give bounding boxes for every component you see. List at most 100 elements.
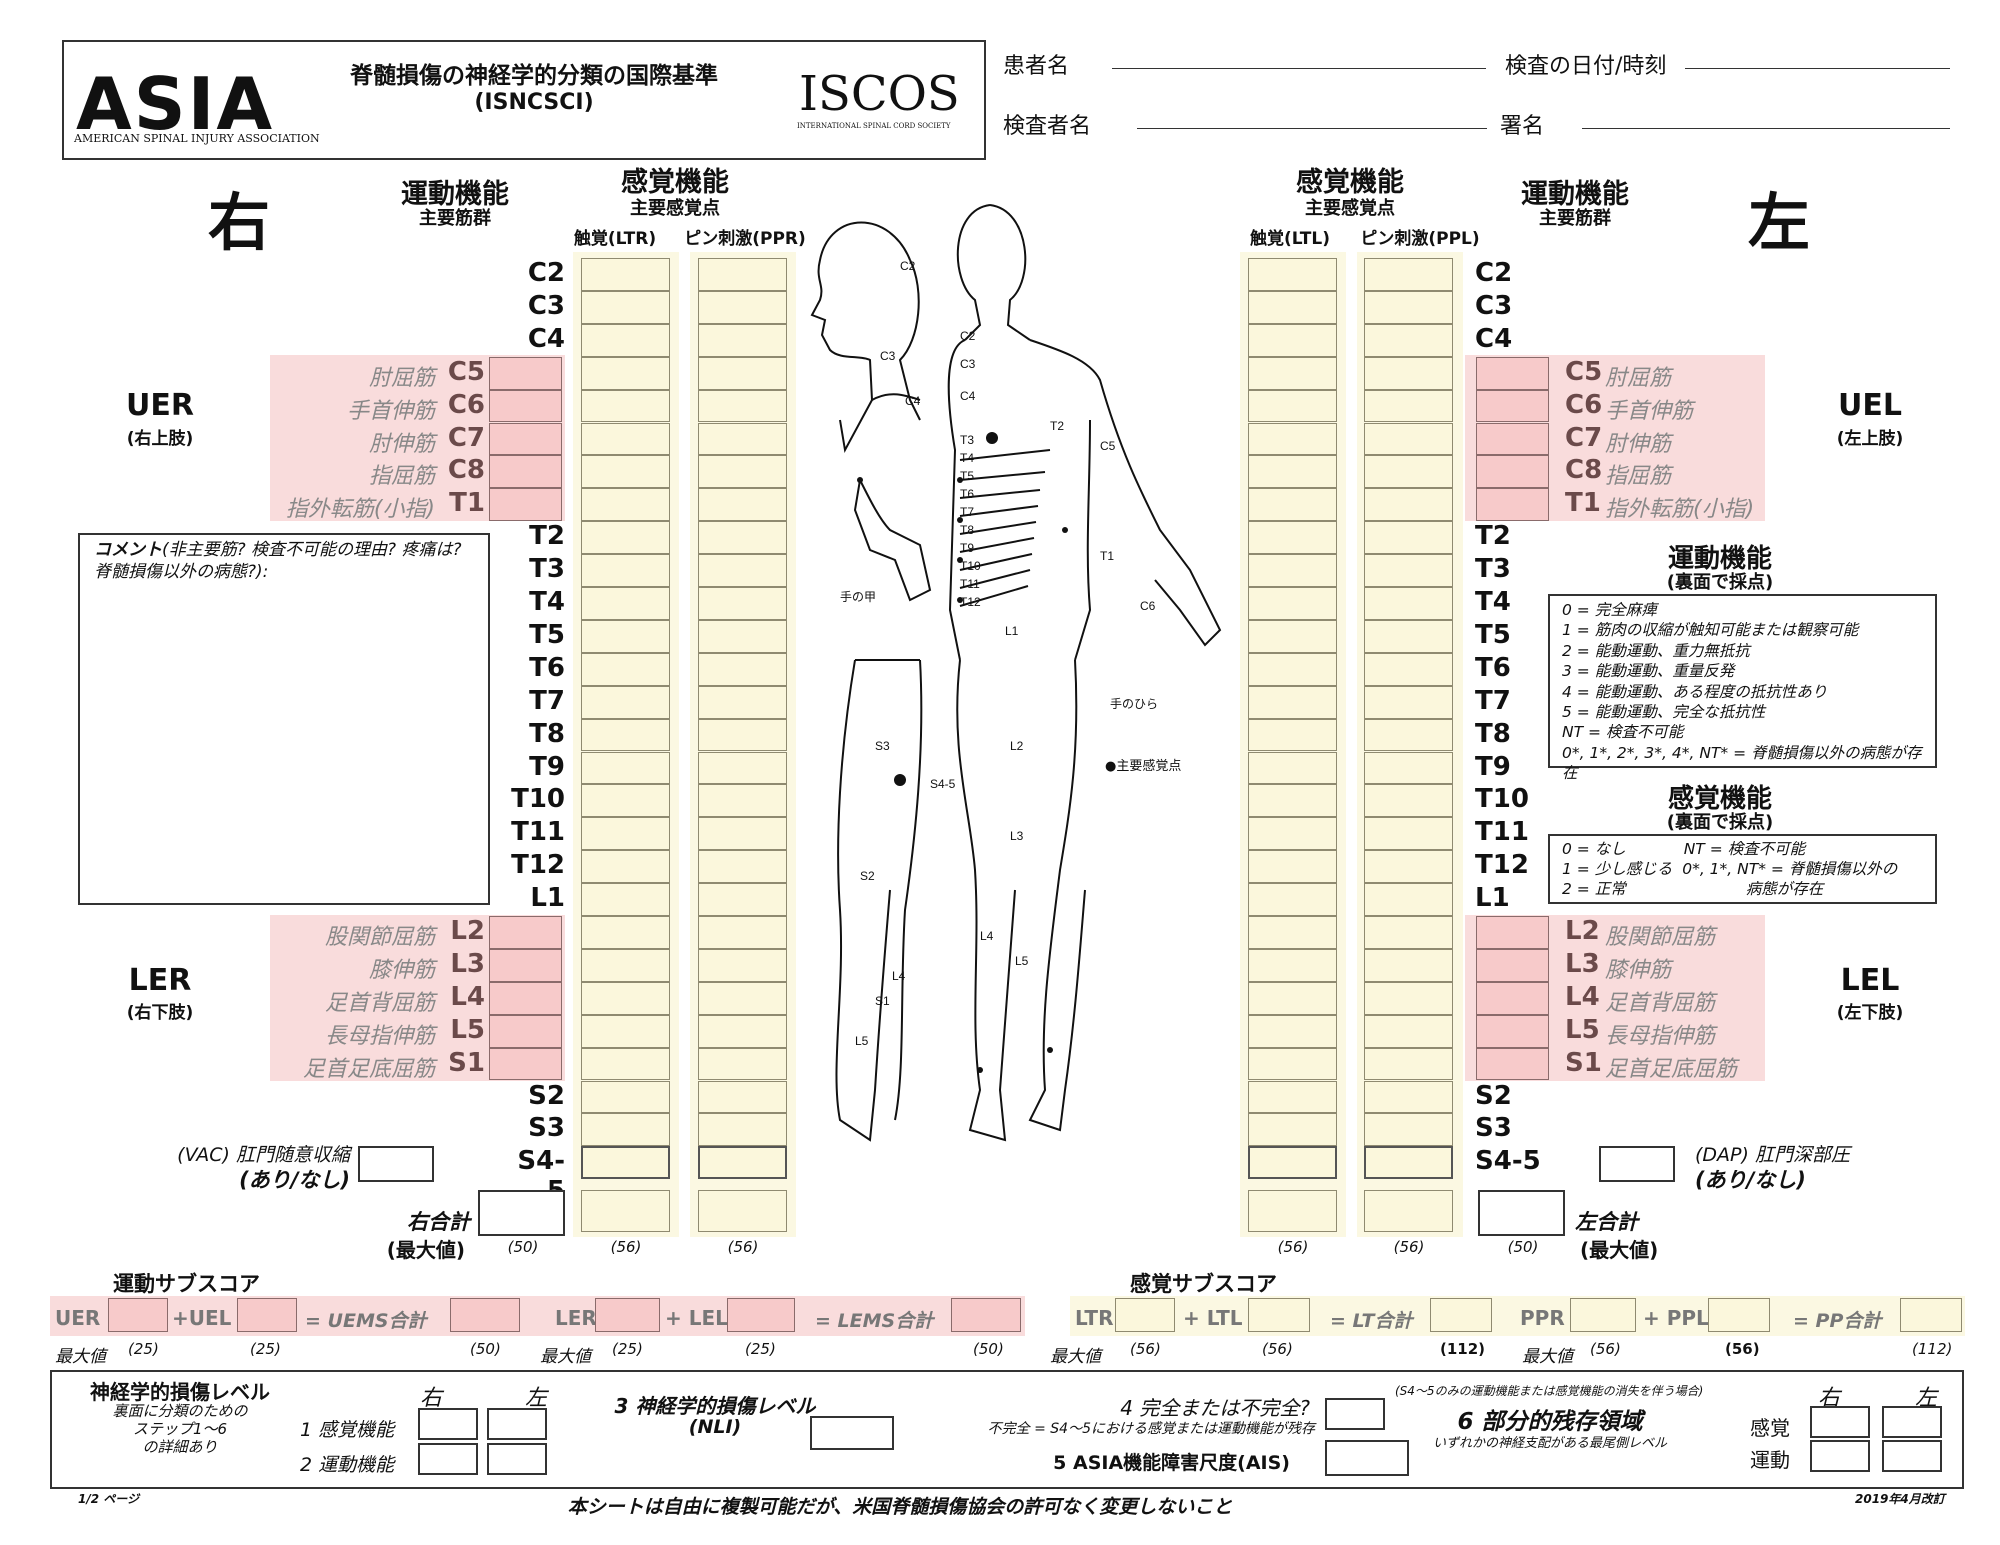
ltl-cell[interactable] xyxy=(1248,916,1337,949)
right-motor-cell[interactable] xyxy=(489,389,562,423)
ppl-cell[interactable] xyxy=(1364,290,1453,324)
left-motor-cell[interactable] xyxy=(1476,389,1549,423)
ppl-cell[interactable] xyxy=(1364,1113,1453,1147)
ltr-cell[interactable] xyxy=(581,323,670,357)
ppl-cell[interactable] xyxy=(1364,883,1453,916)
ltr-cell[interactable] xyxy=(581,652,670,686)
ltr-total[interactable] xyxy=(581,1190,670,1232)
ltl-cell[interactable] xyxy=(1248,718,1337,752)
ltl-cell[interactable] xyxy=(1248,619,1337,653)
zpp-sensory-right[interactable] xyxy=(1810,1406,1870,1438)
ltl-cell[interactable] xyxy=(1248,685,1337,719)
ppl-cell[interactable] xyxy=(1364,685,1453,719)
ppl-cell[interactable] xyxy=(1364,389,1453,423)
ltl-cell[interactable] xyxy=(1248,652,1337,686)
ltl-cell[interactable] xyxy=(1248,488,1337,522)
ppr-cell[interactable] xyxy=(698,455,787,489)
ppr-cell[interactable] xyxy=(698,356,787,390)
ltl-cell[interactable] xyxy=(1248,1047,1337,1081)
nl-motor-right[interactable] xyxy=(418,1443,478,1475)
lt-input[interactable] xyxy=(1430,1298,1492,1332)
ltl-cell[interactable] xyxy=(1248,1113,1337,1147)
ltl-cell[interactable] xyxy=(1248,948,1337,982)
ppr-cell[interactable] xyxy=(698,1080,787,1114)
right-motor-cell[interactable] xyxy=(489,948,562,982)
ltl-cell[interactable] xyxy=(1248,751,1337,785)
ltr-cell[interactable] xyxy=(581,455,670,489)
right-motor-cell[interactable] xyxy=(489,1014,562,1048)
ppr-cell[interactable] xyxy=(698,389,787,423)
ltr-cell[interactable] xyxy=(581,981,670,1015)
ppr-cell[interactable] xyxy=(698,290,787,324)
ppl-sub-input[interactable] xyxy=(1708,1298,1770,1332)
ltr-sub-input[interactable] xyxy=(1115,1298,1175,1332)
ppl-cell[interactable] xyxy=(1364,619,1453,653)
ppl-cell[interactable] xyxy=(1364,323,1453,357)
right-motor-cell[interactable] xyxy=(489,422,562,456)
signature-field[interactable] xyxy=(1582,128,1950,129)
ltr-cell[interactable] xyxy=(581,685,670,719)
left-motor-cell[interactable] xyxy=(1476,981,1549,1015)
ppl-cell[interactable] xyxy=(1364,948,1453,982)
comments-box[interactable]: コメント(非主要筋? 検査不可能の理由? 疼痛は? 脊髄損傷以外の病態?): xyxy=(78,533,490,905)
exam-date-field[interactable] xyxy=(1685,68,1950,69)
ltl-cell[interactable] xyxy=(1248,422,1337,456)
zpp-motor-left[interactable] xyxy=(1882,1440,1942,1472)
nl-motor-left[interactable] xyxy=(487,1443,547,1475)
ltr-cell[interactable] xyxy=(581,521,670,555)
right-motor-cell[interactable] xyxy=(489,1047,562,1081)
ltl-cell[interactable] xyxy=(1248,356,1337,390)
ltr-cell[interactable] xyxy=(581,1146,670,1180)
lel-sub-input[interactable] xyxy=(727,1298,795,1332)
right-motor-cell[interactable] xyxy=(489,981,562,1015)
ppr-cell[interactable] xyxy=(698,718,787,752)
ltr-cell[interactable] xyxy=(581,290,670,324)
ltr-cell[interactable] xyxy=(581,554,670,587)
dap-input[interactable] xyxy=(1599,1146,1675,1182)
ltl-sub-input[interactable] xyxy=(1248,1298,1310,1332)
ppl-cell[interactable] xyxy=(1364,652,1453,686)
zpp-sensory-left[interactable] xyxy=(1882,1406,1942,1438)
right-motor-total[interactable] xyxy=(478,1190,565,1236)
ppr-cell[interactable] xyxy=(698,981,787,1015)
ppr-cell[interactable] xyxy=(698,948,787,982)
vac-input[interactable] xyxy=(358,1146,434,1182)
ltl-cell[interactable] xyxy=(1248,323,1337,357)
left-motor-cell[interactable] xyxy=(1476,455,1549,489)
ltr-cell[interactable] xyxy=(581,784,670,818)
ppr-cell[interactable] xyxy=(698,817,787,851)
uems-input[interactable] xyxy=(450,1298,520,1332)
ppl-cell[interactable] xyxy=(1364,981,1453,1015)
ltr-cell[interactable] xyxy=(581,488,670,522)
ppl-cell[interactable] xyxy=(1364,1080,1453,1114)
ltl-cell[interactable] xyxy=(1248,1146,1337,1180)
ppl-total[interactable] xyxy=(1364,1190,1453,1232)
ppr-cell[interactable] xyxy=(698,587,787,620)
left-motor-total[interactable] xyxy=(1478,1190,1565,1236)
ppr-cell[interactable] xyxy=(698,488,787,522)
ltl-cell[interactable] xyxy=(1248,981,1337,1015)
ltr-cell[interactable] xyxy=(581,751,670,785)
ltr-cell[interactable] xyxy=(581,916,670,949)
ppl-cell[interactable] xyxy=(1364,850,1453,884)
ltl-cell[interactable] xyxy=(1248,883,1337,916)
ppl-cell[interactable] xyxy=(1364,1047,1453,1081)
ppr-total[interactable] xyxy=(698,1190,787,1232)
ppl-cell[interactable] xyxy=(1364,916,1453,949)
ppr-cell[interactable] xyxy=(698,1014,787,1048)
ltl-cell[interactable] xyxy=(1248,784,1337,818)
ppr-cell[interactable] xyxy=(698,619,787,653)
ppl-cell[interactable] xyxy=(1364,751,1453,785)
right-motor-cell[interactable] xyxy=(489,488,562,522)
ltl-cell[interactable] xyxy=(1248,817,1337,851)
left-motor-cell[interactable] xyxy=(1476,356,1549,390)
ltr-cell[interactable] xyxy=(581,883,670,916)
ppr-cell[interactable] xyxy=(698,554,787,587)
left-motor-cell[interactable] xyxy=(1476,916,1549,949)
ppr-cell[interactable] xyxy=(698,883,787,916)
ppl-cell[interactable] xyxy=(1364,1014,1453,1048)
right-motor-cell[interactable] xyxy=(489,455,562,489)
ppr-cell[interactable] xyxy=(698,1047,787,1081)
complete-input[interactable] xyxy=(1325,1398,1385,1430)
ltr-cell[interactable] xyxy=(581,1113,670,1147)
